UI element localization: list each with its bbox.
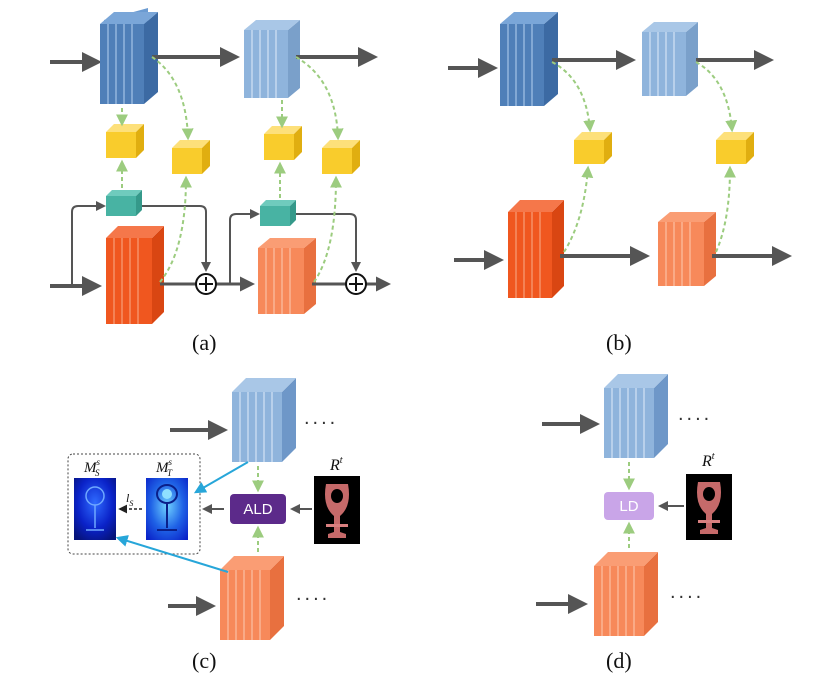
distill-cube	[264, 126, 302, 160]
panel-d: .... .... LD Rt (d)	[536, 374, 732, 673]
distill-arrow	[159, 175, 192, 283]
teacher-block-2	[244, 20, 300, 98]
panel-a: (a)	[50, 8, 391, 355]
panel-b: (b)	[448, 12, 792, 355]
source-map	[74, 478, 116, 540]
ld-label: LD	[619, 498, 638, 515]
ellipsis: ....	[678, 403, 712, 425]
teacher-to-map-arrow	[193, 461, 249, 494]
reference-image	[686, 474, 732, 540]
add-node	[195, 273, 217, 295]
distill-arrow	[695, 61, 738, 133]
maps-box	[67, 453, 201, 555]
distill-cube	[172, 140, 210, 174]
distill-cube	[574, 132, 612, 164]
skip-connection	[296, 213, 361, 272]
skip-connection	[140, 205, 211, 272]
reference-image	[314, 476, 360, 544]
student-block	[594, 552, 658, 636]
caption-d: (d)	[606, 648, 632, 673]
attention-block	[106, 190, 142, 216]
ellipsis: ....	[296, 583, 330, 605]
skip-connection	[71, 201, 106, 286]
attention-block	[260, 200, 296, 226]
teacher-block	[604, 374, 668, 458]
panel-c: .... .... ALD Rt	[67, 378, 360, 673]
teacher-block	[232, 378, 296, 462]
student-block-2	[258, 238, 316, 314]
ld-module: LD	[604, 492, 654, 520]
distill-cube	[322, 140, 360, 174]
distill-arrow	[151, 56, 194, 141]
student-to-map-arrow	[115, 535, 229, 573]
student-block-2	[658, 212, 716, 286]
add-node	[345, 273, 367, 295]
teacher-block-1	[500, 12, 558, 106]
distill-cube	[716, 132, 754, 164]
distill-arrow	[295, 56, 344, 141]
teacher-block-2	[642, 22, 698, 96]
distill-arrow	[313, 175, 342, 283]
distill-arrow	[715, 165, 736, 253]
distill-arrow	[551, 61, 596, 133]
target-map	[146, 478, 188, 540]
distill-cube	[106, 124, 144, 158]
caption-a: (a)	[192, 330, 216, 355]
loss-symbol: lS	[126, 491, 133, 508]
ald-module: ALD	[230, 494, 286, 524]
caption-c: (c)	[192, 648, 216, 673]
caption-b: (b)	[606, 330, 632, 355]
student-block	[220, 556, 284, 640]
ald-label: ALD	[243, 501, 272, 518]
ref-symbol: Rt	[701, 451, 715, 470]
skip-connection	[229, 209, 260, 284]
distill-arrow	[563, 165, 594, 253]
ref-symbol: Rt	[329, 455, 343, 474]
student-block-1	[508, 200, 564, 298]
teacher-block-1	[100, 8, 158, 104]
ellipsis: ....	[670, 581, 704, 603]
ellipsis: ....	[304, 407, 338, 429]
student-block-1	[106, 226, 164, 324]
